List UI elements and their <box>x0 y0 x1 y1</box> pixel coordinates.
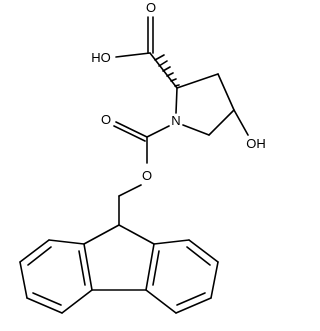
hash-line <box>174 84 180 87</box>
atom-label-o-ester: O <box>142 168 152 183</box>
bond-carbamate-double-o-a <box>115 121 148 138</box>
left-ring-inner-double <box>32 292 62 306</box>
hash-line <box>166 72 174 77</box>
bond-c2-c3 <box>176 73 219 89</box>
atom-label-ho-carboxyl: HO <box>91 50 111 65</box>
bond-n-c2 <box>175 87 178 114</box>
right-ring-bond <box>210 261 219 299</box>
canvas-background <box>0 0 293 331</box>
bond-ester-o-ch2 <box>118 184 142 197</box>
bond-n-carbamate-c <box>146 125 170 138</box>
right-ring-inner-double <box>176 292 206 306</box>
bond-c5-n <box>182 124 210 136</box>
hash-line <box>162 66 171 72</box>
hash-line <box>158 60 168 67</box>
right-ring-bond <box>175 297 212 314</box>
pyrrolidine-ring <box>175 73 249 136</box>
structure-diagram: O HO N OH O O <box>0 0 293 331</box>
fluorenyl-group <box>19 224 219 314</box>
bond-c4-c5 <box>208 109 235 136</box>
stereo-wedge-hash <box>154 54 180 87</box>
left-ring-bond <box>26 297 63 314</box>
left-ring-bond <box>19 261 28 299</box>
left-ring-bond <box>83 243 93 291</box>
right-ring-inner-double <box>186 246 211 266</box>
bond-c3-c4 <box>217 73 235 111</box>
right-ring-bond <box>145 289 177 314</box>
carbamate-group <box>113 121 170 226</box>
left-ring-inner-double <box>27 246 52 266</box>
left-ring-bond <box>48 239 85 245</box>
left-ring-bond <box>19 239 50 263</box>
atom-labels: O HO N OH O O <box>91 0 266 183</box>
bond-carboxyl-hydroxyl <box>115 52 151 58</box>
atom-label-n-ring: N <box>171 113 180 128</box>
hash-line <box>170 78 177 82</box>
atom-label-oh-ring: OH <box>246 136 266 151</box>
left-ring-bond <box>61 289 93 314</box>
atom-label-o-carboxyl: O <box>146 0 156 15</box>
right-ring-bond <box>188 239 219 263</box>
atom-label-o-carbamate: O <box>101 112 111 127</box>
bond-c9-right <box>118 224 155 245</box>
bond-carbamate-double-o-b <box>113 125 146 142</box>
bond-c4-oh <box>233 109 249 136</box>
bond-c9-left <box>83 224 120 245</box>
hash-line <box>154 54 165 61</box>
right-ring-inner-double <box>152 250 160 286</box>
right-ring-bond <box>145 243 155 291</box>
right-ring-bond <box>153 239 190 245</box>
left-ring-inner-double <box>78 250 86 286</box>
